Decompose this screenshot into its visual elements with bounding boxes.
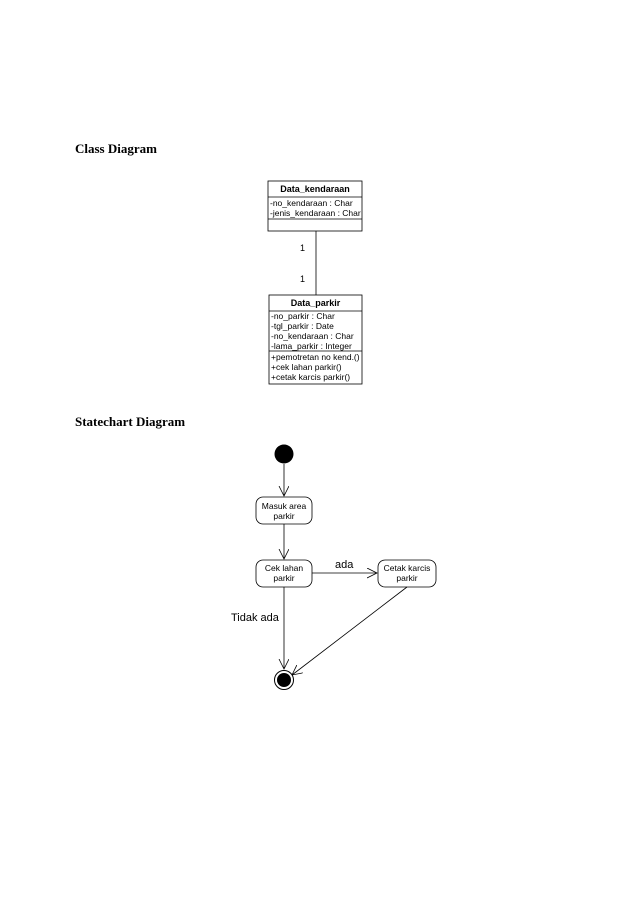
class-attribute: -jenis_kendaraan : Char bbox=[270, 208, 361, 218]
transition-arrow bbox=[292, 586, 408, 675]
state-label: Masuk area bbox=[262, 501, 307, 511]
state-label: parkir bbox=[396, 573, 417, 583]
class-operation: +cetak karcis parkir() bbox=[271, 372, 350, 382]
class-name: Data_kendaraan bbox=[280, 184, 350, 194]
state-label: parkir bbox=[273, 573, 294, 583]
statechart-diagram-heading: Statechart Diagram bbox=[75, 414, 186, 429]
class-box-outline bbox=[267, 180, 363, 232]
class-data-kendaraan: Data_kendaraan -no_kendaraan : Char -jen… bbox=[267, 180, 363, 232]
class-attribute: -no_kendaraan : Char bbox=[271, 331, 354, 341]
class-name: Data_parkir bbox=[291, 298, 341, 308]
class-operation: +cek lahan parkir() bbox=[271, 362, 342, 372]
transition-label-tidak-ada: Tidak ada bbox=[231, 612, 280, 624]
state-cek-lahan-parkir: Cek lahan parkir bbox=[255, 559, 313, 588]
state-label: Cek lahan bbox=[265, 563, 304, 573]
transition-label-ada: ada bbox=[335, 559, 354, 571]
class-diagram-heading: Class Diagram bbox=[75, 141, 157, 156]
state-cetak-karcis-parkir: Cetak karcis parkir bbox=[377, 559, 437, 588]
class-attribute: -tgl_parkir : Date bbox=[271, 321, 334, 331]
class-data-parkir: Data_parkir -no_parkir : Char -tgl_parki… bbox=[268, 294, 363, 385]
class-operation: +pemotretan no kend.() bbox=[271, 352, 360, 362]
class-box-outline bbox=[268, 294, 363, 385]
initial-state bbox=[274, 444, 294, 464]
state-label: parkir bbox=[273, 511, 294, 521]
class-attribute: -no_kendaraan : Char bbox=[270, 198, 353, 208]
multiplicity-top: 1 bbox=[300, 243, 305, 253]
class-attribute: -lama_parkir : Integer bbox=[271, 341, 352, 351]
final-state-core bbox=[277, 673, 291, 687]
class-attribute: -no_parkir : Char bbox=[271, 311, 335, 321]
multiplicity-bottom: 1 bbox=[300, 274, 305, 284]
final-state bbox=[274, 670, 294, 690]
state-label: Cetak karcis bbox=[384, 563, 431, 573]
state-masuk-area-parkir: Masuk area parkir bbox=[255, 496, 313, 525]
association-line: 1 1 bbox=[300, 231, 317, 295]
